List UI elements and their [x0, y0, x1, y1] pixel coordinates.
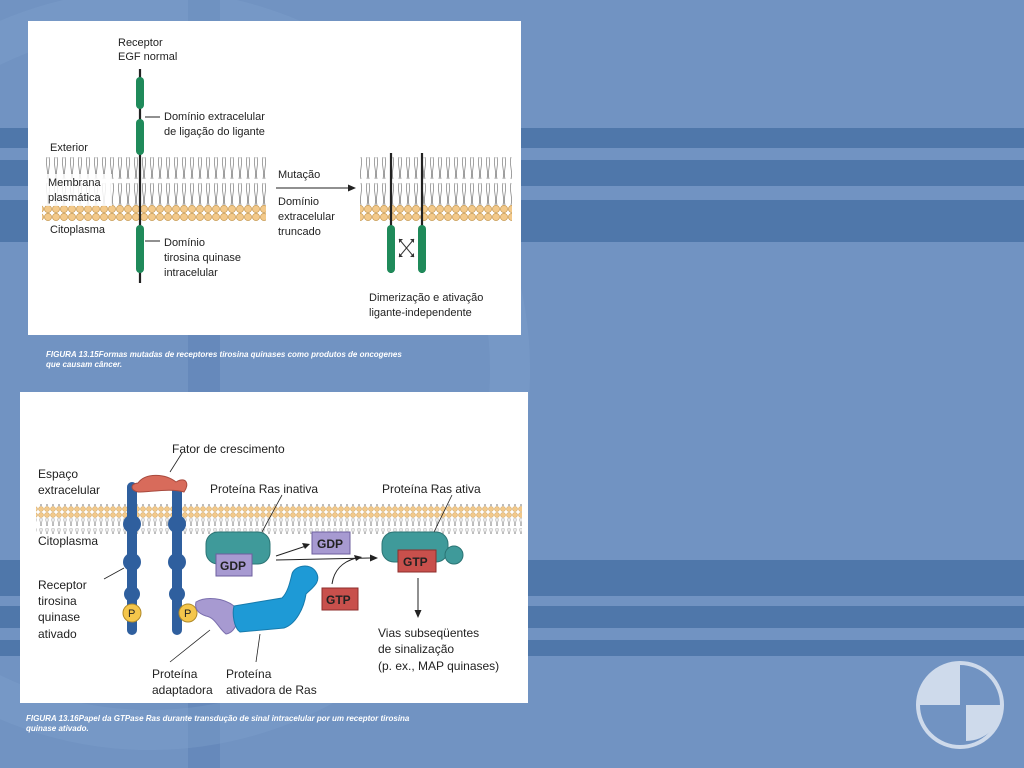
activator-label-line1: Proteína	[226, 667, 272, 681]
phospho-a: P	[122, 603, 142, 623]
svg-text:P: P	[128, 608, 135, 620]
svg-text:GTP: GTP	[326, 593, 351, 607]
truncated-label-line2: extracelular	[278, 211, 335, 223]
membrane-label-line2: plasmática	[48, 192, 101, 204]
caption-line: quinase ativado.	[26, 724, 89, 733]
downstream-arrow	[414, 578, 422, 618]
dimer-label-line2: ligante-independente	[369, 307, 472, 319]
receptor-label-line3: quinase	[38, 610, 80, 624]
pathways-label-line2: de sinalização	[378, 642, 454, 656]
tk-domain-label-line2: tirosina quinase	[164, 252, 241, 264]
svg-text:GDP: GDP	[220, 559, 246, 573]
cytoplasm-label: Citoplasma	[50, 224, 106, 236]
phospho-b: P	[178, 603, 198, 623]
svg-text:GDP: GDP	[317, 537, 343, 551]
normal-egf-receptor	[136, 69, 144, 283]
svg-text:P: P	[184, 608, 191, 620]
extracellular-label-line1: Espaço	[38, 467, 78, 481]
figure-13-15-panel: Receptor EGF normal Domínio extracelular…	[28, 21, 521, 335]
pathways-label-line1: Vias subseqüentes	[378, 626, 479, 640]
gdp-bound-badge: GDP	[215, 553, 253, 577]
adaptor-protein	[195, 598, 238, 635]
extracellular-domain-label-line2: de ligação do ligante	[164, 126, 265, 138]
receptor-label-line1: Receptor	[38, 578, 87, 592]
gtp-binding-arrow	[331, 555, 362, 585]
activation-arrow	[275, 554, 378, 562]
receptor-label-line2: EGF normal	[118, 51, 177, 63]
extracellular-label-line2: extracelular	[38, 483, 100, 497]
membrane-bilayer	[36, 504, 522, 534]
growth-factor	[131, 474, 188, 493]
truncated-label-line1: Domínio	[278, 196, 319, 208]
dimer-label-line1: Dimerização e ativação	[369, 292, 483, 304]
cytoplasm-label: Citoplasma	[38, 534, 98, 548]
receptor-label-line4: ativado	[38, 627, 77, 641]
adaptor-label-line2: adaptadora	[152, 683, 213, 697]
pathways-label-line3: (p. ex., MAP quinases)	[378, 659, 499, 673]
dimerization-arrows-icon	[398, 238, 415, 258]
growth-factor-label: Fator de crescimento	[172, 442, 285, 456]
activator-label-line2: ativadora de Ras	[226, 683, 317, 697]
figure-13-16-caption: FIGURA 13.16Papel da GTPase Ras durante …	[26, 714, 526, 734]
logo-icon	[916, 661, 1004, 749]
tk-domain-label-line1: Domínio	[164, 237, 205, 249]
ras-activator-protein	[232, 565, 319, 633]
gdp-release-arrow	[275, 543, 310, 557]
extracellular-domain-label-line1: Domínio extracelular	[164, 111, 265, 123]
gdp-released-badge: GDP	[311, 531, 351, 555]
mutation-label: Mutação	[278, 169, 320, 181]
mutation-arrow	[276, 184, 356, 192]
membrane-label-line1: Membrana	[48, 177, 101, 189]
ras-inactive-label: Proteína Ras inativa	[210, 482, 318, 496]
ras-active-label: Proteína Ras ativa	[382, 482, 481, 496]
truncated-receptor-dimer	[387, 153, 426, 273]
caption-line: FIGURA 13.16Papel da GTPase Ras durante …	[26, 714, 410, 723]
svg-text:GTP: GTP	[403, 555, 428, 569]
receptor-label-line1: Receptor	[118, 37, 163, 49]
truncated-label-line3: truncado	[278, 226, 321, 238]
figure-13-15-caption: FIGURA 13.15Formas mutadas de receptores…	[46, 350, 516, 370]
adaptor-label-line1: Proteína	[152, 667, 198, 681]
tk-domain-label-line3: intracelular	[164, 267, 218, 279]
exterior-label: Exterior	[50, 142, 88, 154]
caption-line: que causam câncer.	[46, 360, 123, 369]
membrane-bilayer-right	[360, 157, 512, 221]
gtp-bound-badge: GTP	[397, 549, 437, 573]
gtp-incoming-badge: GTP	[321, 587, 359, 611]
caption-line: FIGURA 13.15Formas mutadas de receptores…	[46, 350, 402, 359]
figure-13-16-panel: P P GDP GDP	[20, 392, 528, 703]
receptor-label-line2: tirosina	[38, 594, 77, 608]
